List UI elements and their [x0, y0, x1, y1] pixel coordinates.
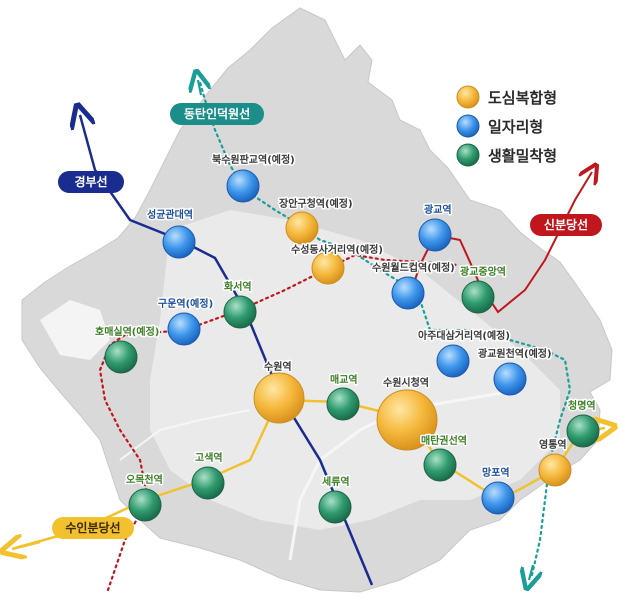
station-gosaek-marker[interactable]: [191, 466, 225, 500]
station-maegyo-marker[interactable]: [326, 387, 360, 421]
suin-bundang-arrow-west: [12, 542, 41, 549]
legend-dot-yellow: [456, 85, 480, 109]
station-jangan-gucheong-marker[interactable]: [285, 211, 319, 245]
legend-label-jobs: 일자리형: [488, 118, 543, 136]
station-homaesil-marker[interactable]: [104, 340, 138, 374]
station-sunggyunkwan-marker[interactable]: [162, 225, 196, 259]
label-gwanggyo: 광교역: [424, 203, 452, 216]
label-sunggyunkwan: 성균관대역: [147, 208, 193, 221]
label-omokcheon: 오목천역: [126, 473, 163, 486]
tag-dongtan-indeogwon-text: 동탄인덕원선: [184, 106, 250, 121]
label-bukswon-pangyo: 북수원판교역(예정): [212, 153, 295, 166]
river: [288, 388, 521, 561]
station-gwanggyo-jungang-marker[interactable]: [461, 280, 495, 314]
tag-suin-bundang: 수인분당선: [52, 517, 134, 539]
legend-label-living: 생활밀착형: [488, 147, 557, 165]
label-suwon-world-cup: 수원월드컵역(예정): [372, 261, 455, 274]
label-hwaseo: 화서역: [224, 280, 252, 293]
station-gwanggyo-wolcheon-marker[interactable]: [493, 362, 527, 396]
label-gwanggyo-wolcheon: 광교원천역(예정): [478, 347, 552, 360]
station-suwon-marker[interactable]: [253, 372, 305, 424]
station-ajou-sageori-marker[interactable]: [436, 344, 470, 378]
label-suwon: 수원역: [264, 360, 292, 373]
label-ajou-sageori: 아주대삼거리역(예정): [418, 329, 510, 342]
station-mangpo-marker[interactable]: [481, 481, 515, 515]
tag-gyeongbu: 경부선: [58, 171, 124, 193]
tag-sinbundang: 신분당선: [530, 214, 602, 236]
label-gugun: 구운역(예정): [158, 297, 213, 310]
label-maegyo: 매교역: [330, 373, 358, 386]
station-seryu-marker[interactable]: [318, 490, 352, 524]
label-yeongtong: 영통역: [539, 438, 567, 451]
tag-dongtan-indeogwon: 동탄인덕원선: [170, 103, 264, 125]
tag-gyeongbu-text: 경부선: [74, 174, 107, 189]
station-bukswon-pangyo-marker[interactable]: [226, 169, 260, 203]
station-yeongtong-marker[interactable]: [538, 453, 572, 487]
station-gugun-marker[interactable]: [167, 312, 201, 346]
station-hwaseo-marker[interactable]: [223, 295, 257, 329]
legend-label-urban-complex: 도심복합형: [488, 89, 557, 107]
station-omokcheon-marker[interactable]: [128, 488, 162, 522]
legend: 도심복합형 일자리형 생활밀착형: [456, 85, 557, 167]
station-cheongmyeong-marker[interactable]: [566, 414, 600, 448]
label-jangan-gucheong: 장안구청역(예정): [279, 197, 353, 210]
label-suwon-cityhall: 수원시청역: [383, 376, 429, 389]
station-suseong-sageori-marker[interactable]: [311, 251, 345, 285]
station-gwanggyo-marker[interactable]: [418, 218, 452, 252]
sinbundang-extension-line: [98, 253, 460, 592]
label-cheongmyeong: 청명역: [568, 399, 596, 412]
station-suwon-world-cup-marker[interactable]: [391, 276, 425, 310]
tag-sinbundang-text: 신분당선: [544, 217, 588, 232]
reservoir: [40, 300, 110, 360]
river: [119, 409, 251, 461]
label-seryu: 세류역: [322, 475, 350, 488]
station-maetan-gwonseon-marker[interactable]: [423, 448, 457, 482]
label-mangpo: 망포역: [482, 466, 510, 479]
urban-area: [150, 210, 560, 530]
label-homaesil: 호매실역(예정): [95, 325, 159, 338]
dongtan-arrow-south: [529, 564, 533, 580]
tag-suin-bundang-text: 수인분당선: [65, 520, 120, 535]
legend-dot-green: [456, 143, 480, 167]
label-suseong-sageori: 수성동사거리역(예정): [291, 243, 383, 256]
station-suwon-cityhall-marker[interactable]: [376, 389, 438, 451]
label-gwanggyo-jungang: 광교중앙역: [460, 265, 506, 278]
label-maetan-gwonseon: 매탄권선역: [421, 434, 467, 447]
dongtan-arrow-north: [198, 80, 201, 96]
legend-dot-blue: [456, 114, 480, 138]
label-gosaek: 고색역: [195, 451, 223, 464]
